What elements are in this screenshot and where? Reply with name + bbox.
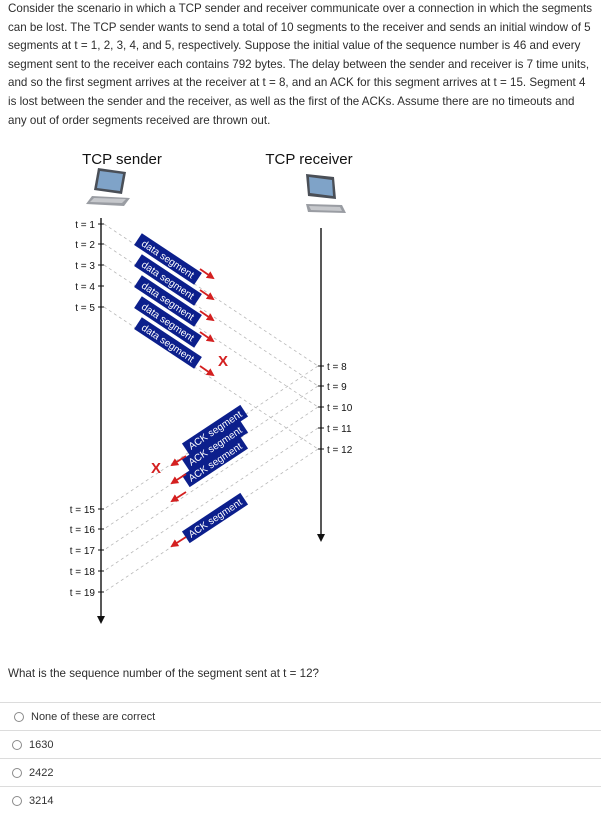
receiver-computer-icon [306,174,346,213]
option-label: 2422 [29,766,54,779]
data-arrow [199,331,215,343]
answer-option[interactable]: 1630 [0,730,601,758]
data-segment-labels: data segment data segment data segment d… [134,233,202,369]
svg-text:ACK segment: ACK segment [187,497,245,540]
question-text: Consider the scenario in which a TCP sen… [8,2,593,127]
tcp-timing-diagram: TCP sender TCP receiver t = 1 t = 2 t = … [70,151,353,624]
ack-segment-label: ACK segment [181,492,249,544]
ack-segment-labels: ACK segment ACK segment ACK segment ACK … [181,404,249,544]
receiver-time-label: t = 8 [327,362,347,373]
answer-option[interactable]: 2422 [0,758,601,786]
sender-computer-icon [86,168,130,206]
data-arrow [199,289,215,301]
radio-button[interactable] [14,711,24,722]
sender-time-label: t = 17 [70,546,96,557]
option-label: 3214 [29,794,54,807]
question-prompt: What is the sequence number of the segme… [8,667,319,680]
ack-arrow [170,455,187,467]
sender-time-label: t = 3 [75,261,95,272]
lost-ack-mark: X [151,460,161,477]
sender-ack-ticks: t = 15 t = 16 t = 17 t = 18 t = 19 [70,505,104,599]
radio-button[interactable] [12,795,22,806]
sender-time-label: t = 4 [75,282,95,293]
receiver-time-label: t = 12 [327,445,353,456]
sender-title: TCP sender [82,151,162,168]
answer-option[interactable]: None of these are correct [0,702,601,730]
sender-time-label: t = 2 [75,240,95,251]
option-label: 1630 [29,738,54,751]
sender-time-label: t = 1 [75,220,95,231]
receiver-time-label: t = 9 [327,382,347,393]
sender-time-label: t = 5 [75,303,95,314]
receiver-ticks: t = 8 t = 9 t = 10 t = 11 t = 12 [318,362,353,456]
answer-option[interactable]: 3214 [0,786,601,814]
sender-time-label: t = 18 [70,567,96,578]
radio-button[interactable] [12,767,22,778]
sender-time-label: t = 19 [70,588,96,599]
radio-button[interactable] [12,739,22,750]
ack-arrow [170,473,187,485]
data-arrow [199,310,215,322]
receiver-time-label: t = 10 [327,403,353,414]
data-paths [103,223,319,450]
data-arrow [199,268,215,280]
receiver-time-label: t = 11 [327,424,352,435]
ack-arrow [170,536,187,548]
ack-arrow [170,491,187,503]
data-arrow [199,365,215,377]
ack-paths [103,365,319,593]
receiver-title: TCP receiver [265,151,352,168]
data-arrows [199,268,215,377]
sender-time-label: t = 15 [70,505,96,516]
sender-ticks: t = 1 t = 2 t = 3 t = 4 t = 5 [75,220,104,314]
sender-time-label: t = 16 [70,525,96,536]
option-label: None of these are correct [31,710,156,723]
ack-arrows [170,455,187,548]
lost-segment-mark: X [218,353,228,370]
